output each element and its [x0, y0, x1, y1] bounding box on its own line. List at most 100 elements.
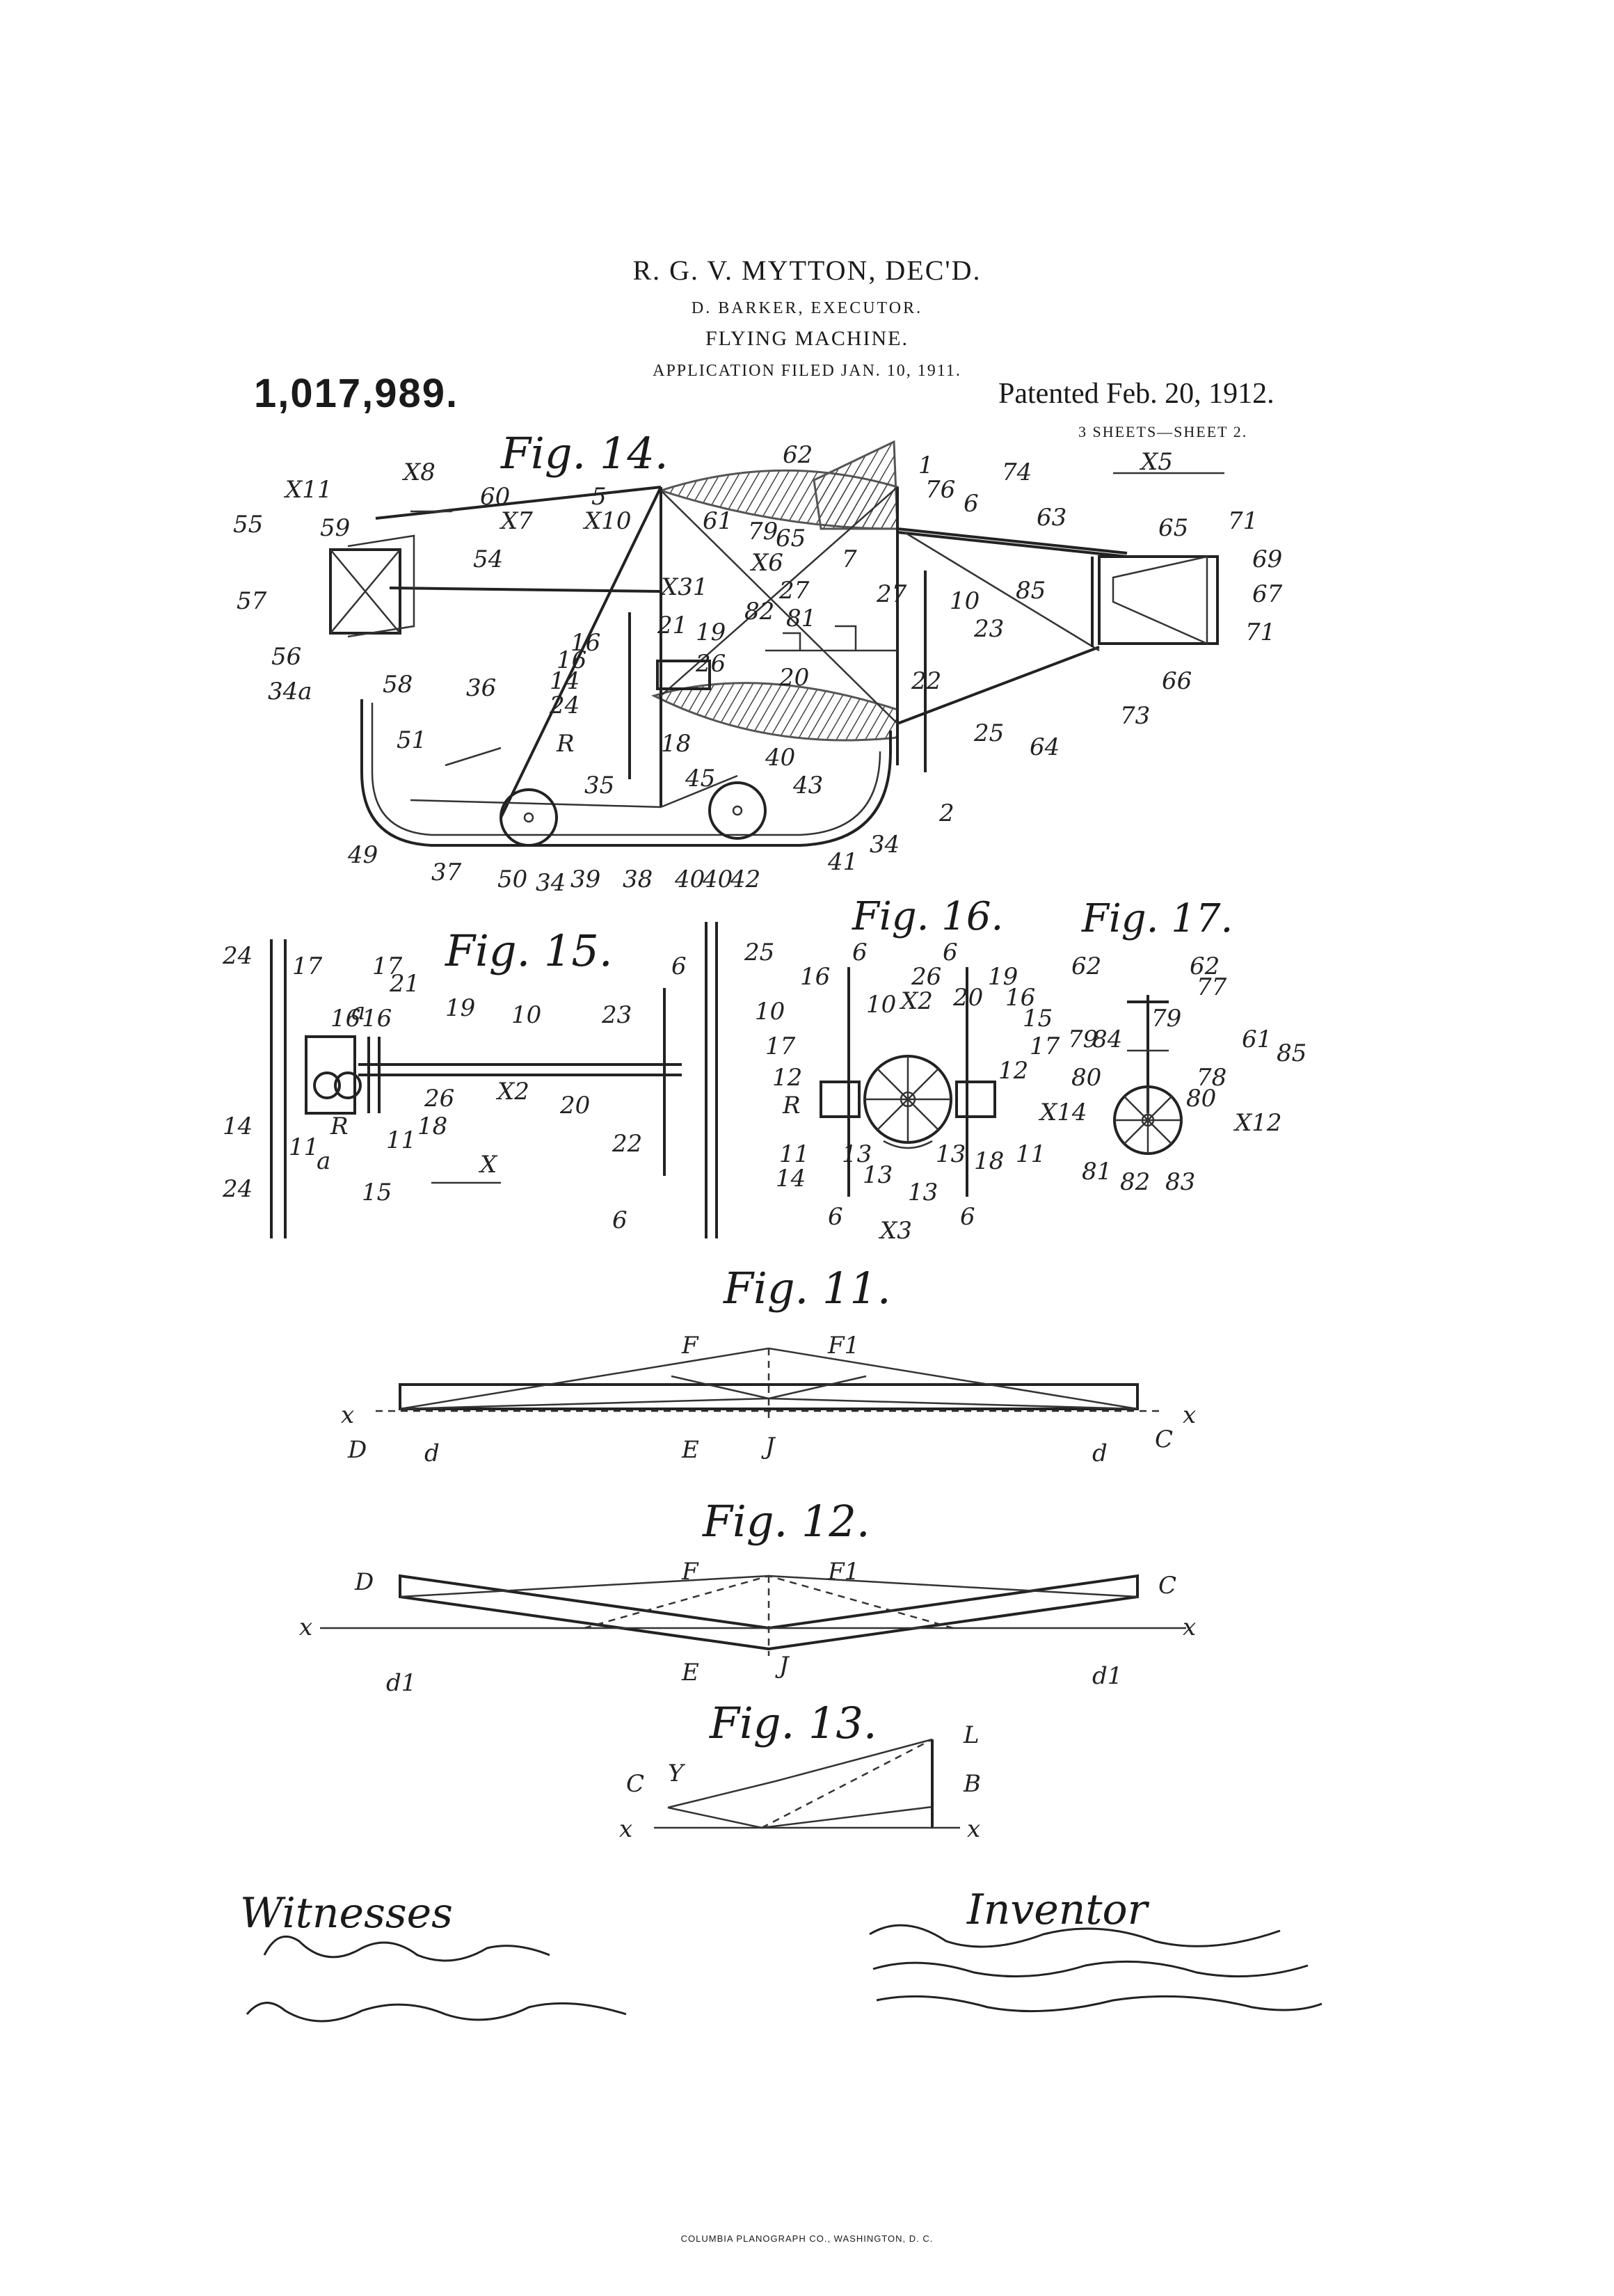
fig11-ref-label: J [761, 1433, 776, 1460]
fig12-ref-label: E [681, 1659, 699, 1687]
fig15-ref-label: R [330, 1113, 349, 1140]
fig11-drawing [376, 1347, 1162, 1423]
fig14-ref-label: 43 [792, 772, 823, 799]
fig17-ref-label: X14 [1038, 1099, 1087, 1126]
fig16-ref-label: 18 [974, 1147, 1004, 1175]
fig15-drawing [270, 922, 718, 1238]
fig17-ref-label: 85 [1277, 1039, 1307, 1067]
fig17-ref-label: 78 [1197, 1064, 1227, 1092]
fig14-ref-label: 64 [1030, 733, 1060, 761]
fig11-ref-label: x [1183, 1401, 1196, 1429]
fig14-ref-label: 23 [973, 615, 1004, 643]
fig12-ref-label: D [354, 1568, 374, 1596]
fig17-ref-label: 61 [1242, 1026, 1272, 1053]
fig15-ref-label: a [317, 1147, 330, 1175]
fig15-ref-label: 16 [330, 1005, 360, 1033]
patentee-name: R. G. V. MYTTON, DEC'D. [632, 255, 982, 286]
fig16-ref-label: 6 [960, 1203, 975, 1231]
executor-line: D. BARKER, EXECUTOR. [691, 299, 923, 317]
fig14-ref-label: 71 [1245, 619, 1275, 646]
fig16-ref-label: 6 [828, 1203, 843, 1231]
fig14-ref-label: X10 [582, 507, 631, 535]
fig16-ref-label: 11 [779, 1140, 809, 1168]
fig11-caption: Fig. 11. [724, 1263, 891, 1314]
fig11-ref-label: d [424, 1440, 440, 1467]
fig16-drawing [820, 967, 996, 1197]
fig16-ref-label: 6 [943, 939, 958, 966]
fig13-ref-label: x [967, 1815, 980, 1843]
fig14-ref-label: 2 [938, 799, 954, 827]
fig11-ref-label: F1 [827, 1332, 859, 1360]
fig14-ref-label: 19 [696, 619, 726, 646]
fig15-ref-label: 6 [612, 1206, 628, 1234]
fig15-ref-label: 21 [389, 970, 420, 998]
fig16-ref-label: 10 [755, 998, 785, 1026]
fig17-ref-label: 84 [1092, 1026, 1122, 1053]
fig15-ref-label: 19 [445, 994, 475, 1022]
fig14-ref-label: 69 [1252, 545, 1282, 573]
fig14-ref-label: 35 [584, 772, 614, 799]
fig12-ref-label: C [1158, 1572, 1176, 1600]
fig17-ref-label: 77 [1197, 973, 1227, 1001]
fig17-ref-label: 79 [1151, 1005, 1181, 1033]
fig13-ref-label: C [626, 1770, 644, 1798]
fig14-ref-label: 82 [744, 598, 774, 625]
fig14-ref-label: 40 [765, 744, 795, 772]
fig11-ref-label: D [347, 1436, 367, 1464]
fig15-ref-label: 17 [292, 952, 323, 980]
fig16-ref-label: 10 [866, 991, 896, 1019]
fig14-ref-label: 63 [1037, 504, 1066, 532]
fig14-ref-label: 67 [1252, 580, 1283, 608]
fig11-ref-label: C [1155, 1426, 1173, 1453]
fig15-ref-label: 22 [612, 1130, 642, 1158]
fig15-ref-label: 11 [289, 1133, 319, 1161]
fig14-ref-label: 14 [550, 667, 580, 695]
fig11-ref-label: E [681, 1436, 699, 1464]
application-filed: APPLICATION FILED JAN. 10, 1911. [653, 362, 961, 380]
fig14-ref-label: 41 [827, 848, 858, 876]
fig15-ref-label: X2 [495, 1078, 529, 1106]
fig12-ref-label: F [681, 1558, 699, 1586]
fig16-ref-label: 11 [1016, 1140, 1046, 1168]
fig14-ref-label: 36 [466, 674, 496, 702]
fig16-ref-label: 12 [998, 1057, 1028, 1085]
fig14-ref-label: 7 [842, 545, 857, 573]
fig15-ref-label: 15 [362, 1179, 392, 1206]
fig16-ref-label: 17 [765, 1033, 796, 1060]
fig15-ref-label: 6 [671, 952, 687, 980]
fig14-ref-label: 5 [591, 483, 607, 511]
fig15-ref-label: 25 [744, 939, 774, 966]
fig16-ref-label: 16 [800, 963, 830, 991]
fig17-ref-label: 79 [1068, 1026, 1098, 1053]
fig14-ref-label: X5 [1139, 448, 1173, 476]
fig14-ref-label: 58 [383, 671, 413, 699]
fig15-ref-label: 24 [222, 1175, 253, 1203]
sheet-count: 3 SHEETS—SHEET 2. [1078, 423, 1248, 440]
fig12-ref-label: J [775, 1652, 790, 1680]
fig17-drawing [1113, 995, 1183, 1155]
fig17-ref-label: 80 [1186, 1085, 1216, 1113]
fig14-ref-label: 34 [536, 869, 566, 897]
fig16-ref-label: 19 [988, 963, 1018, 991]
fig15-ref-label: a [351, 998, 365, 1026]
fig16-ref-label: X3 [878, 1217, 912, 1245]
fig14-ref-label: 60 [480, 483, 510, 511]
patented-date: Patented Feb. 20, 1912. [998, 378, 1275, 410]
fig13-drawing [654, 1738, 960, 1829]
fig16-ref-label: 13 [908, 1179, 938, 1206]
fig15-ref-label: 10 [511, 1001, 541, 1029]
fig14-ref-label: 24 [549, 692, 580, 719]
fig15-caption: Fig. 15. [445, 925, 613, 976]
fig15-ref-label: 16 [362, 1005, 392, 1033]
fig16-ref-label: R [782, 1092, 801, 1119]
fig14-ref-label: 27 [778, 577, 810, 605]
fig14-ref-label: 51 [397, 726, 426, 754]
fig12-ref-label: x [299, 1613, 312, 1641]
fig14-ref-label: 56 [271, 643, 301, 671]
